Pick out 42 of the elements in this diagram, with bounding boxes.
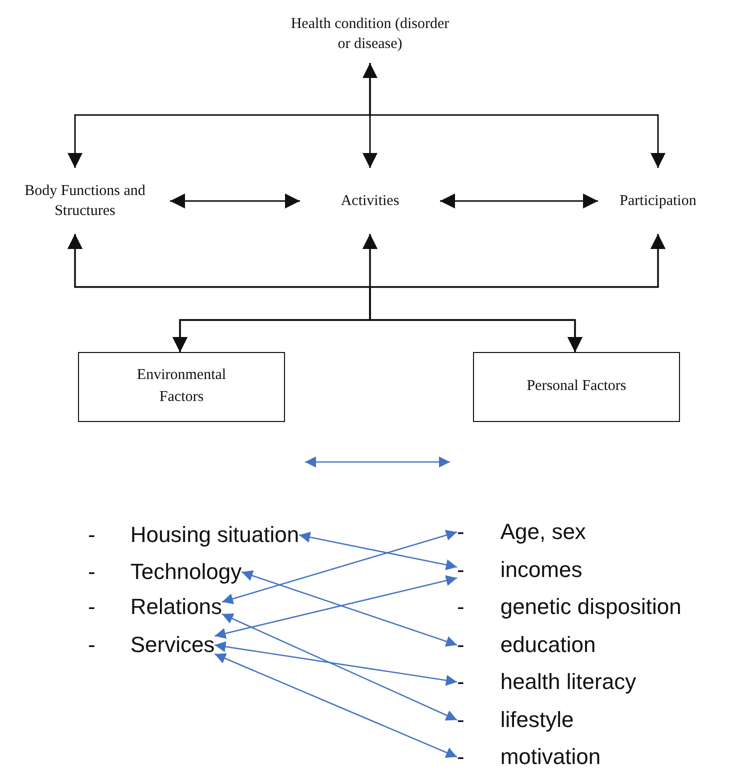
double-arrow bbox=[298, 532, 458, 570]
bullet-dash: - bbox=[457, 519, 464, 545]
double-arrow bbox=[440, 194, 598, 208]
bullet-dash: - bbox=[88, 632, 96, 658]
double-arrow bbox=[214, 653, 458, 758]
list-item-text: health literacy bbox=[500, 669, 636, 695]
bullet-dash: - bbox=[88, 559, 96, 585]
list-item-text: Relations bbox=[130, 594, 222, 620]
list-item-text: lifestyle bbox=[500, 707, 574, 733]
bullet-dash: - bbox=[457, 744, 464, 770]
node-label: Participation bbox=[598, 168, 718, 234]
bullet-dash: - bbox=[88, 594, 96, 620]
factor-box bbox=[473, 352, 680, 422]
box-label: Environmental Factors bbox=[136, 366, 228, 407]
connector-arrow bbox=[369, 234, 666, 352]
factor-box bbox=[78, 352, 285, 422]
list-item-text: motivation bbox=[500, 744, 601, 770]
list-item-text: Technology bbox=[130, 559, 242, 585]
bullet-dash: - bbox=[457, 557, 464, 583]
list-item-text: education bbox=[500, 632, 596, 658]
double-arrow bbox=[362, 63, 378, 168]
double-arrow bbox=[214, 641, 458, 686]
bullet-dash: - bbox=[457, 594, 464, 620]
double-arrow bbox=[222, 613, 458, 721]
node-label: Body Functions and Structures bbox=[0, 168, 170, 234]
bullet-dash: - bbox=[457, 707, 464, 733]
list-item-text: Services bbox=[130, 632, 215, 658]
list-item-text: Age, sex bbox=[500, 519, 586, 545]
list-item-text: genetic disposition bbox=[500, 594, 682, 620]
bullet-dash: - bbox=[457, 669, 464, 695]
double-arrow bbox=[170, 194, 300, 208]
connector-arrow bbox=[369, 63, 666, 168]
node-label: Health condition (disorder or disease) bbox=[290, 5, 450, 63]
node-label: Activities bbox=[300, 168, 440, 234]
list-item-text: Housing situation bbox=[130, 522, 300, 548]
list-item-text: incomes bbox=[500, 557, 582, 583]
box-label: Personal Factors bbox=[526, 377, 626, 396]
bullet-dash: - bbox=[88, 522, 96, 548]
double-arrow bbox=[241, 570, 458, 647]
double-arrow bbox=[214, 575, 458, 639]
double-arrow bbox=[222, 530, 458, 604]
bullet-dash: - bbox=[457, 632, 464, 658]
